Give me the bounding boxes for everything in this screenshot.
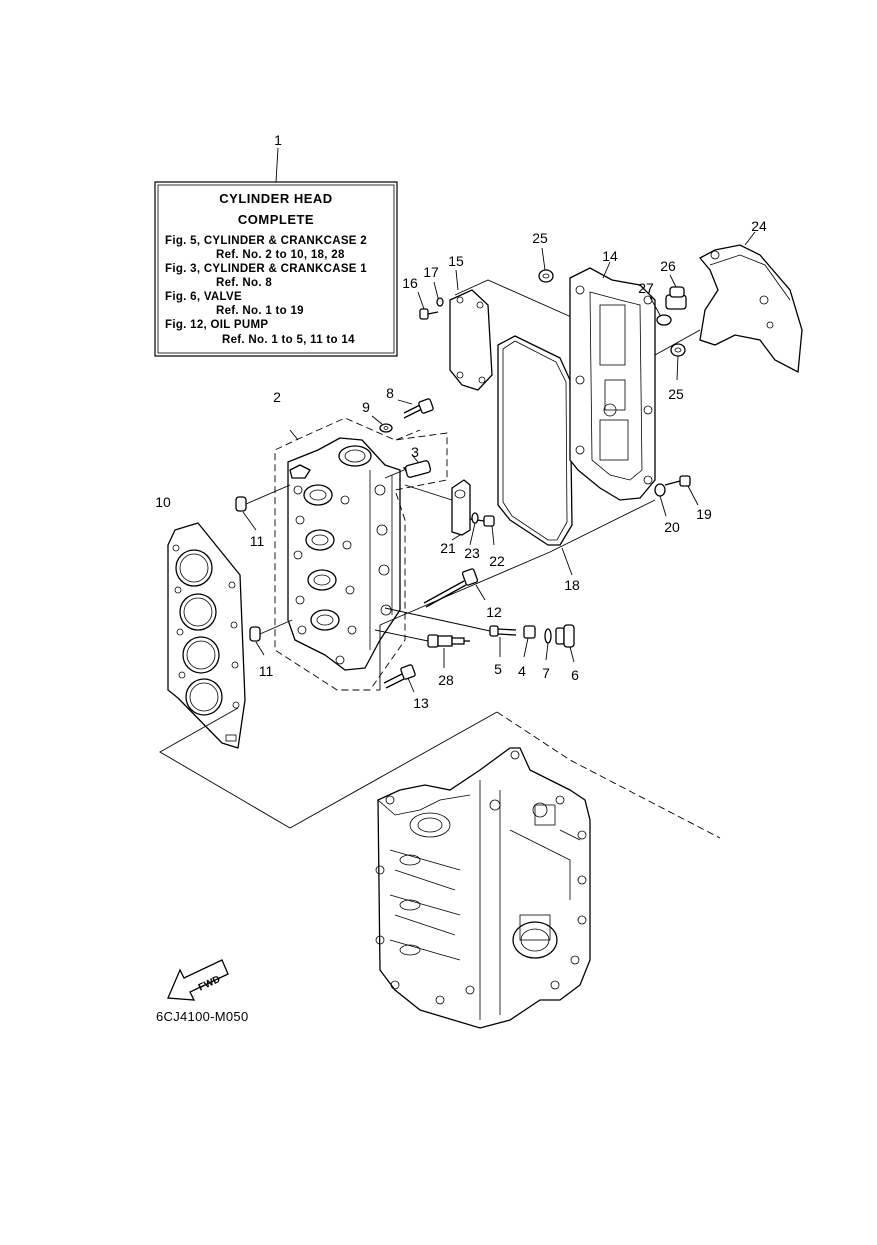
gasket-18 xyxy=(497,335,573,576)
callout-10: 10 xyxy=(155,494,171,510)
washer-20 xyxy=(654,483,667,517)
grommet-25-top xyxy=(538,247,554,283)
info-box: CYLINDER HEAD COMPLETE Fig. 5, CYLINDER … xyxy=(154,147,398,357)
fwd-arrow-icon: FWD xyxy=(167,959,229,1001)
callout-28: 28 xyxy=(438,672,454,688)
info-box-line: Fig. 5, CYLINDER & CRANKCASE 2 xyxy=(165,235,367,247)
callout-2: 2 xyxy=(273,389,281,405)
washer-9 xyxy=(371,415,393,433)
callout-7: 7 xyxy=(542,665,550,681)
callout-21: 21 xyxy=(440,540,456,556)
callout-16: 16 xyxy=(402,275,418,291)
info-box-line: Fig. 6, VALVE xyxy=(165,291,242,303)
callout-12: 12 xyxy=(486,604,502,620)
bolt-19 xyxy=(664,475,699,506)
callout-15: 15 xyxy=(448,253,464,269)
cylinder-block xyxy=(375,747,591,1029)
grommet-25-bottom xyxy=(670,343,686,381)
info-box-line: Ref. No. 1 to 19 xyxy=(216,305,304,317)
callout-25a: 25 xyxy=(532,230,548,246)
washer-17 xyxy=(433,281,444,307)
callout-13: 13 xyxy=(413,695,429,711)
bolt-16 xyxy=(417,291,439,320)
callout-26: 26 xyxy=(660,258,676,274)
exhaust-cover-14 xyxy=(569,261,656,501)
cap-26 xyxy=(665,274,687,310)
callout-9: 9 xyxy=(362,399,370,415)
plate-21 xyxy=(404,479,471,541)
callout-24: 24 xyxy=(751,218,767,234)
callout-22: 22 xyxy=(489,553,505,569)
plug-6 xyxy=(555,624,575,663)
callout-20: 20 xyxy=(664,519,680,535)
callout-18: 18 xyxy=(564,577,580,593)
callout-8: 8 xyxy=(386,385,394,401)
bolt-12 xyxy=(423,568,486,608)
head-gasket xyxy=(167,522,246,749)
bolt-5 xyxy=(384,607,517,657)
callout-23: 23 xyxy=(464,545,480,561)
callout-25b: 25 xyxy=(668,386,684,402)
drawing-code: 6CJ4100-M050 xyxy=(156,1009,249,1024)
callout-5: 5 xyxy=(494,661,502,677)
info-box-line: Ref. No. 2 to 10, 18, 28 xyxy=(216,249,345,261)
info-box-title-1: CYLINDER HEAD xyxy=(219,191,332,206)
info-box-title-2: COMPLETE xyxy=(238,212,314,227)
callout-27: 27 xyxy=(638,280,654,296)
callout-numbers: 1 2 3 4 5 6 7 8 9 10 11 11 12 13 14 15 1… xyxy=(155,132,767,711)
info-box-line: Fig. 12, OIL PUMP xyxy=(165,319,268,331)
callout-4: 4 xyxy=(518,663,526,679)
bolt-8 xyxy=(397,398,434,419)
callout-6: 6 xyxy=(571,667,579,683)
oring-7 xyxy=(544,628,552,661)
callout-1: 1 xyxy=(274,132,282,148)
info-box-line: Ref. No. 1 to 5, 11 to 14 xyxy=(222,334,355,346)
info-box-line: Fig. 3, CYLINDER & CRANKCASE 1 xyxy=(165,263,367,275)
spark-plug xyxy=(374,629,470,668)
callout-14: 14 xyxy=(602,248,618,264)
sleeve-part xyxy=(384,454,432,479)
callout-3: 3 xyxy=(411,444,419,460)
callout-19: 19 xyxy=(696,506,712,522)
bolt-13 xyxy=(383,664,416,693)
info-box-line: Ref. No. 8 xyxy=(216,277,272,289)
dowel-pins xyxy=(235,484,293,656)
oring-23 xyxy=(469,512,479,546)
callout-17: 17 xyxy=(423,264,439,280)
cover-24 xyxy=(654,231,803,374)
callout-11b: 11 xyxy=(259,663,274,679)
cylinder-head xyxy=(287,429,401,671)
oring-27 xyxy=(649,296,672,326)
cover-plate-15 xyxy=(449,269,493,391)
sleeve-4 xyxy=(523,625,536,658)
callout-11a: 11 xyxy=(250,533,265,549)
